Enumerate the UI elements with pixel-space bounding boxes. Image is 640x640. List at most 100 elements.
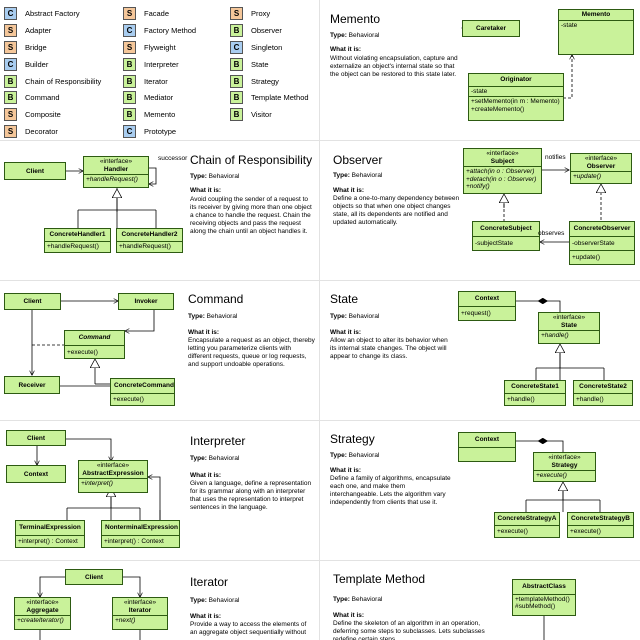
type-label: Type: <box>190 173 207 180</box>
uml-operation: +execute() <box>113 395 144 403</box>
uml-class-header: Originator <box>469 74 563 87</box>
legend-label: Proxy <box>251 8 271 18</box>
uml-operation: +interpret() : Context <box>104 537 164 545</box>
legend-label: Factory Method <box>144 25 197 35</box>
uml-class-header: «interface»Aggregate <box>15 598 70 616</box>
uml-class-header: Memento <box>559 10 633 21</box>
uml-class-name: Originator <box>500 76 532 83</box>
legend-badge: C <box>123 23 136 37</box>
uml-operation: +handleRequest() <box>47 242 99 250</box>
uml-class-header: ConcreteHandler1 <box>45 229 110 242</box>
uml-operation: +createIterator() <box>17 617 64 624</box>
uml-class-name: Strategy <box>551 461 578 469</box>
uml-operation: +createMemento() <box>471 105 525 113</box>
column-divider <box>319 0 320 640</box>
type-label: Type: <box>333 172 350 179</box>
uml-class-header: Context <box>459 292 515 307</box>
uml-class-header: ConcreteStrategyA <box>495 513 559 526</box>
uml-stereotype: «interface» <box>99 158 133 165</box>
uml-operation: +execute() <box>536 472 567 479</box>
uml-concrete-strategy-b: ConcreteStrategyB +execute() <box>567 512 634 538</box>
legend-badge: S <box>230 6 243 20</box>
uml-caretaker: Caretaker <box>462 20 520 37</box>
legend-label: Abstract Factory <box>25 8 80 18</box>
section-description: Define a one-to-many dependency between … <box>333 195 460 226</box>
legend-label: Singleton <box>251 42 283 52</box>
uml-concrete-handler-1: ConcreteHandler1 +handleRequest() <box>44 228 111 253</box>
uml-class-name: Memento <box>581 11 611 18</box>
section-title: Iterator <box>190 575 229 589</box>
uml-operation: +next() <box>115 617 136 624</box>
legend-badge: S <box>123 6 136 20</box>
uml-subject: «interface»Subject +attach(in o : Observ… <box>463 148 542 194</box>
uml-class-name: ConcreteObserver <box>573 225 631 232</box>
uml-state-interface: «interface»State +handle() <box>538 312 600 344</box>
legend-label: Builder <box>25 59 49 69</box>
uml-class-header: ConcreteSubject <box>473 222 539 237</box>
legend-badge: B <box>123 107 136 121</box>
uml-context: Context <box>458 432 516 462</box>
uml-stereotype: «interface» <box>548 454 581 461</box>
type-value: Behavioral <box>206 313 238 320</box>
uml-class-name: AbstractExpression <box>82 469 144 477</box>
legend-label: Command <box>25 92 60 102</box>
uml-class-name: ConcreteStrategyB <box>571 515 630 522</box>
uml-operations <box>459 448 515 462</box>
uml-context: Context <box>6 465 66 483</box>
legend-label: Memento <box>144 109 176 119</box>
uml-operation: +update() <box>572 254 601 261</box>
uml-class-header: «interface»Observer <box>571 154 631 172</box>
section-type: Type: Behavioral <box>330 32 379 39</box>
uml-class-header: «interface»Handler <box>84 157 148 175</box>
legend-badge: B <box>230 107 243 121</box>
legend-item: B Memento <box>123 107 175 121</box>
uml-attribute: -subjectState <box>473 237 539 251</box>
legend-label: Mediator <box>144 92 174 102</box>
uml-context: Context +request() <box>458 291 516 321</box>
uml-invoker: Invoker <box>118 293 174 310</box>
uml-operation: #subMethod() <box>515 603 556 610</box>
uml-class-name: ConcreteStrategyA <box>497 515 557 522</box>
section-description: Provide a way to access the elements of … <box>190 621 307 636</box>
section-type: Type: Behavioral <box>330 452 379 459</box>
uml-class-header: «interface»Strategy <box>534 453 595 471</box>
section-title: Strategy <box>330 432 375 446</box>
type-label: Type: <box>330 32 347 39</box>
legend-badge: B <box>230 57 243 71</box>
uml-class-header: ConcreteState2 <box>574 381 632 394</box>
uml-class-name: ConcreteState1 <box>511 383 559 390</box>
type-value: Behavioral <box>208 597 240 604</box>
uml-operation: +request() <box>461 309 491 317</box>
legend-label: Decorator <box>25 126 58 136</box>
uml-class-name: Context <box>474 295 500 302</box>
legend-label: Template Method <box>251 92 309 102</box>
uml-class-header: «interface»Subject <box>464 149 541 167</box>
uml-class-name: Context <box>474 436 500 443</box>
legend-item: C Factory Method <box>123 23 196 37</box>
what-it-is-label: What it is: <box>330 467 362 474</box>
uml-operation: +notify() <box>466 183 490 190</box>
uml-abstract-class: AbstractClass +templateMethod()#subMetho… <box>512 579 576 616</box>
uml-client: Client <box>6 430 66 446</box>
uml-terminal-expression: TerminalExpression +interpret() : Contex… <box>15 520 85 548</box>
section-description: Allow an object to alter its behavior wh… <box>330 337 448 360</box>
legend-label: Strategy <box>251 76 279 86</box>
section-description: Define the skeleton of an algorithm in a… <box>333 620 485 640</box>
uml-receiver: Receiver <box>4 376 60 394</box>
type-label: Type: <box>188 313 205 320</box>
uml-client: Client <box>4 293 61 310</box>
uml-class-header: ConcreteObserver <box>570 222 634 237</box>
legend-label: Iterator <box>144 76 168 86</box>
uml-operation: +handle() <box>507 395 535 403</box>
uml-originator: Originator -state +setMemento(in m : Mem… <box>468 73 564 121</box>
section-type: Type: Behavioral <box>190 455 239 462</box>
uml-concrete-command: ConcreteCommand +execute() <box>110 378 175 406</box>
